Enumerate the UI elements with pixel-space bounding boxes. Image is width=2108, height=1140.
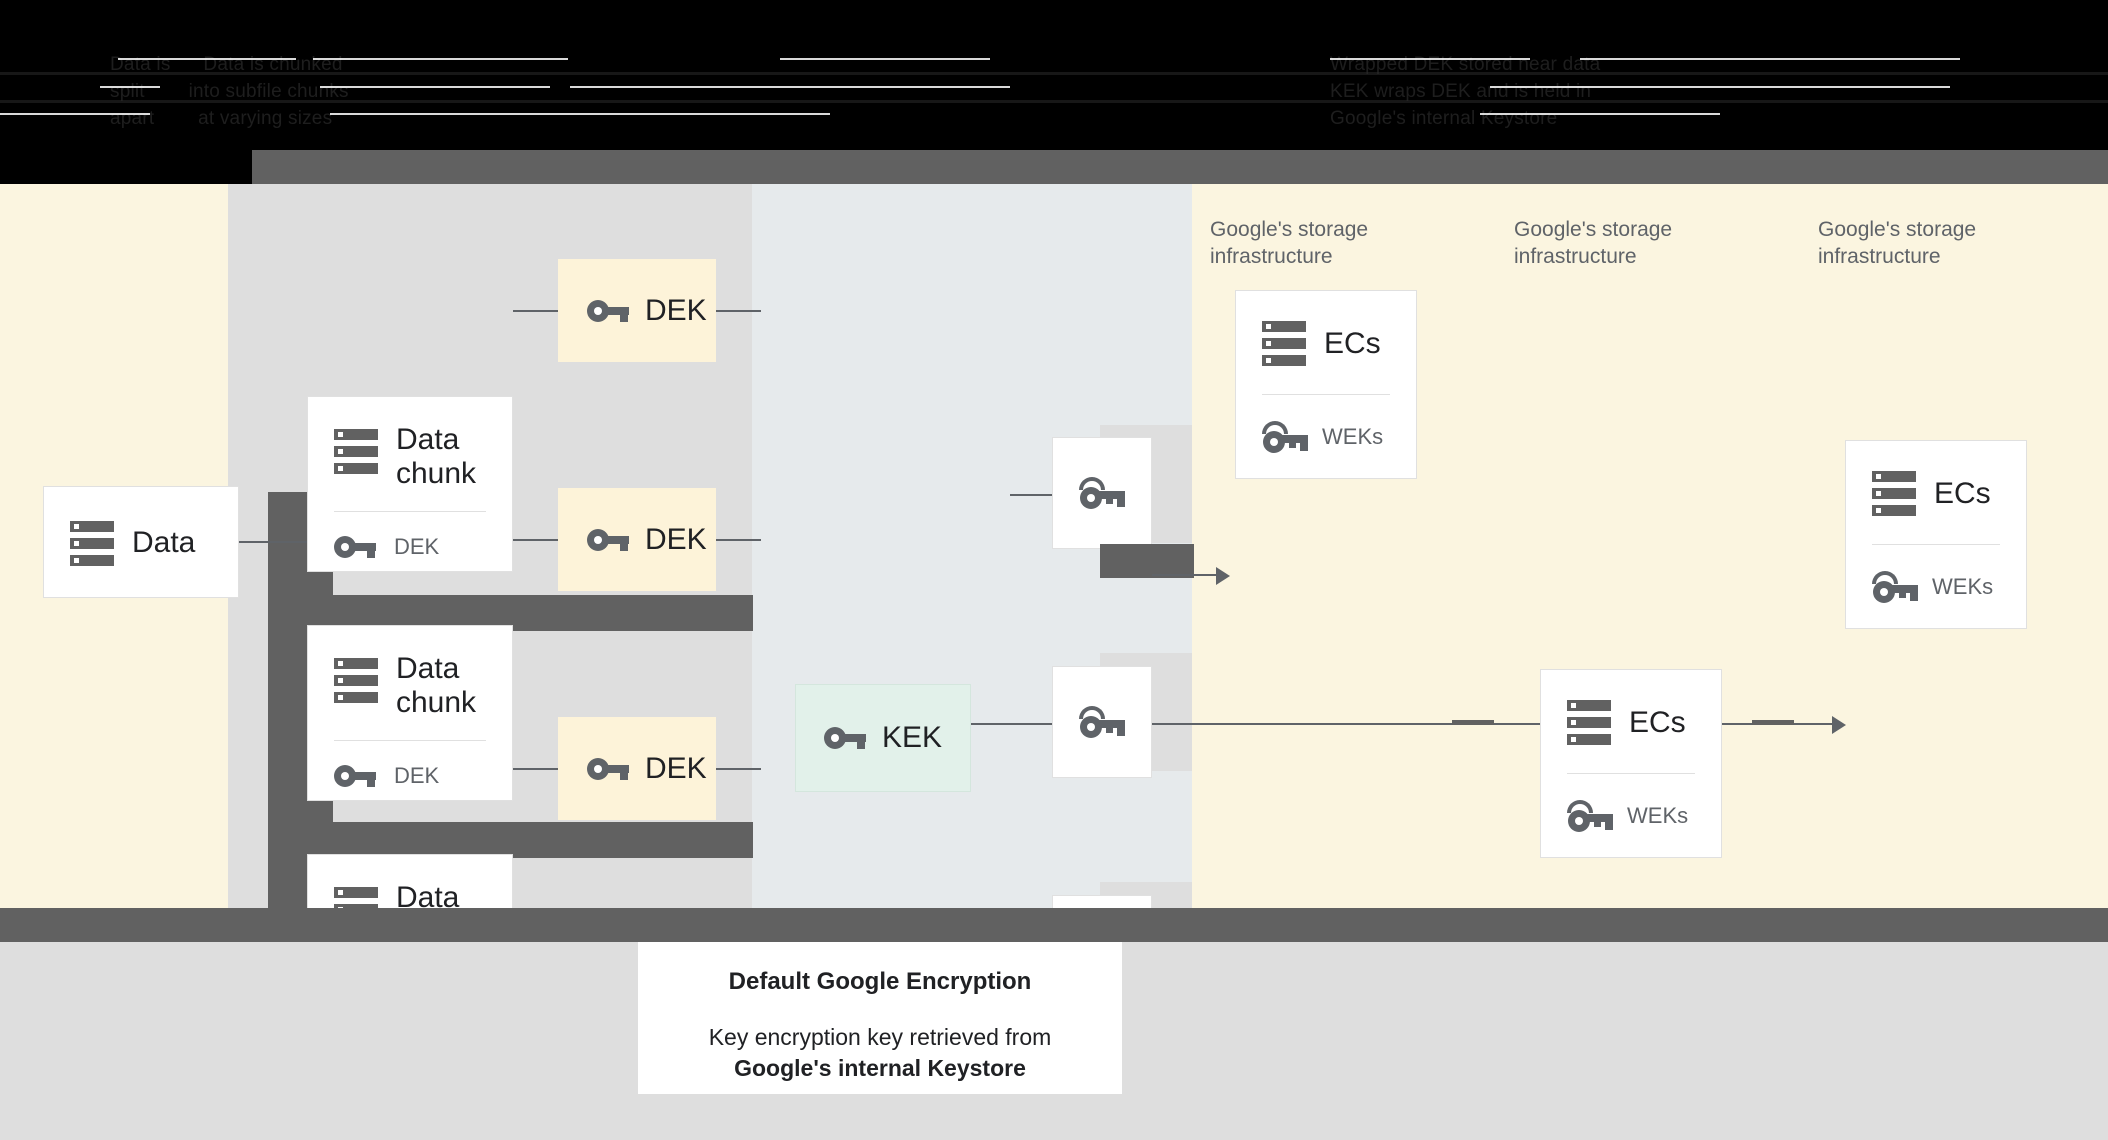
chunk-key-label: DEK (394, 534, 440, 559)
arrow-tick-middle (1752, 720, 1794, 725)
key-icon (824, 725, 866, 751)
redaction-stripe (100, 86, 160, 88)
wrapped-key-icon (1262, 421, 1308, 453)
caption-title: Default Google Encryption (728, 968, 1032, 995)
bottom-rail (0, 908, 2108, 942)
connector-data-to-chunks (239, 541, 309, 543)
arrow-line-top (1152, 574, 1224, 576)
key-icon (334, 763, 376, 789)
obscured-line-6: Google's internal Keystore (1330, 108, 1558, 129)
redaction-stripe (570, 86, 1010, 88)
wrapped-key-icon (1079, 706, 1125, 738)
card-divider (334, 511, 486, 512)
kek-box[interactable]: KEK (795, 684, 971, 792)
redaction-stripe (313, 58, 568, 60)
card-divider (334, 740, 486, 741)
ecs-title: ECs (1934, 476, 1991, 510)
redaction-stripe (118, 58, 296, 60)
server-icon (334, 429, 378, 474)
server-icon (1262, 321, 1306, 366)
wrapped-key-icon (1567, 800, 1613, 832)
card-divider (1872, 544, 2000, 545)
connector-chunk-dek (513, 310, 558, 312)
wrapped-key-icon (1079, 477, 1125, 509)
ecs-title: ECs (1324, 326, 1381, 360)
ecs-card[interactable]: ECs WEKs (1540, 669, 1722, 858)
chunk-title: Data chunk (396, 652, 477, 719)
redaction-stripe (1330, 58, 1530, 60)
chunk-key-label: DEK (394, 763, 440, 788)
data-card-title: Data (132, 526, 196, 559)
infra-label: Google's storage infrastructure (1818, 218, 1977, 268)
key-icon (334, 534, 376, 560)
data-chunk-card[interactable]: Data chunk DEK (307, 625, 513, 801)
obscured-text-band: Data is Data is chunked split into subfi… (0, 0, 2108, 168)
redaction-stripe (1480, 113, 1720, 115)
caption-body: Key encryption key retrieved from Google… (638, 1022, 1122, 1084)
weks-label: WEKs (1322, 424, 1384, 449)
dek-label: DEK (645, 293, 707, 327)
arrow-tick-middle (1452, 720, 1494, 725)
connector-kek-wkey (971, 723, 1055, 725)
arrow-head-middle (1832, 716, 1846, 734)
top-rail-notch (0, 150, 252, 184)
chunk-title: Data chunk (396, 423, 477, 490)
infra-label: Google's storage infrastructure (1514, 218, 1673, 268)
wrapped-key-box[interactable] (1052, 437, 1152, 549)
connector-dek-band (716, 539, 761, 541)
infra-label: Google's storage infrastructure (1210, 218, 1369, 268)
redaction-stripe (780, 58, 990, 60)
dek-box[interactable]: DEK (558, 717, 716, 820)
redaction-stripe (320, 86, 550, 88)
overlay-bar-arrow (1100, 544, 1194, 578)
wrapped-key-icon (1872, 571, 1918, 603)
dek-box[interactable]: DEK (558, 488, 716, 591)
server-icon (70, 520, 114, 566)
key-icon (587, 756, 629, 782)
data-card[interactable]: Data (43, 486, 239, 598)
connector-chunk-dek (513, 539, 558, 541)
arrow-head-top (1216, 567, 1230, 585)
redaction-stripe (330, 113, 830, 115)
caption-line-1: Key encryption key retrieved from (708, 1024, 1052, 1050)
dek-label: DEK (645, 751, 707, 785)
top-rail (0, 150, 2108, 184)
dek-label: DEK (645, 522, 707, 556)
key-icon (587, 527, 629, 553)
card-divider (1262, 394, 1390, 395)
overlay-bar-horizontal (268, 822, 753, 858)
weks-label: WEKs (1627, 803, 1689, 828)
weks-label: WEKs (1932, 574, 1994, 599)
server-icon (334, 658, 378, 703)
redaction-stripe (0, 100, 2108, 103)
caption-box: Default Google Encryption Key encryption… (638, 942, 1122, 1094)
diagram-canvas: Data Data chunk DEK Data chunk (0, 184, 2108, 1030)
arrow-line-middle (1152, 723, 1842, 725)
connector-dek-band (716, 310, 761, 312)
caption-line-2: Google's internal Keystore (734, 1055, 1026, 1081)
obscured-line-3: apart at varying sizes (110, 108, 333, 129)
key-icon (587, 298, 629, 324)
redaction-stripe (0, 113, 150, 115)
server-icon (1872, 471, 1916, 516)
server-icon (1567, 700, 1611, 745)
redaction-stripe (1580, 58, 1960, 60)
obscured-line-2: split into subfile chunks (110, 81, 349, 102)
connector-chunk-dek (513, 768, 558, 770)
ecs-title: ECs (1629, 705, 1686, 739)
ecs-card[interactable]: ECs WEKs (1845, 440, 2027, 629)
data-chunk-card[interactable]: Data chunk DEK (307, 396, 513, 572)
card-divider (1567, 773, 1695, 774)
kek-label: KEK (882, 721, 943, 754)
connector-dek-band (716, 768, 761, 770)
redaction-stripe (1490, 86, 1950, 88)
ecs-card[interactable]: ECs WEKs (1235, 290, 1417, 479)
wrapped-key-box[interactable] (1052, 666, 1152, 778)
dek-box[interactable]: DEK (558, 259, 716, 362)
connector-kek-wkey (1010, 494, 1055, 496)
redaction-stripe (0, 72, 2108, 75)
